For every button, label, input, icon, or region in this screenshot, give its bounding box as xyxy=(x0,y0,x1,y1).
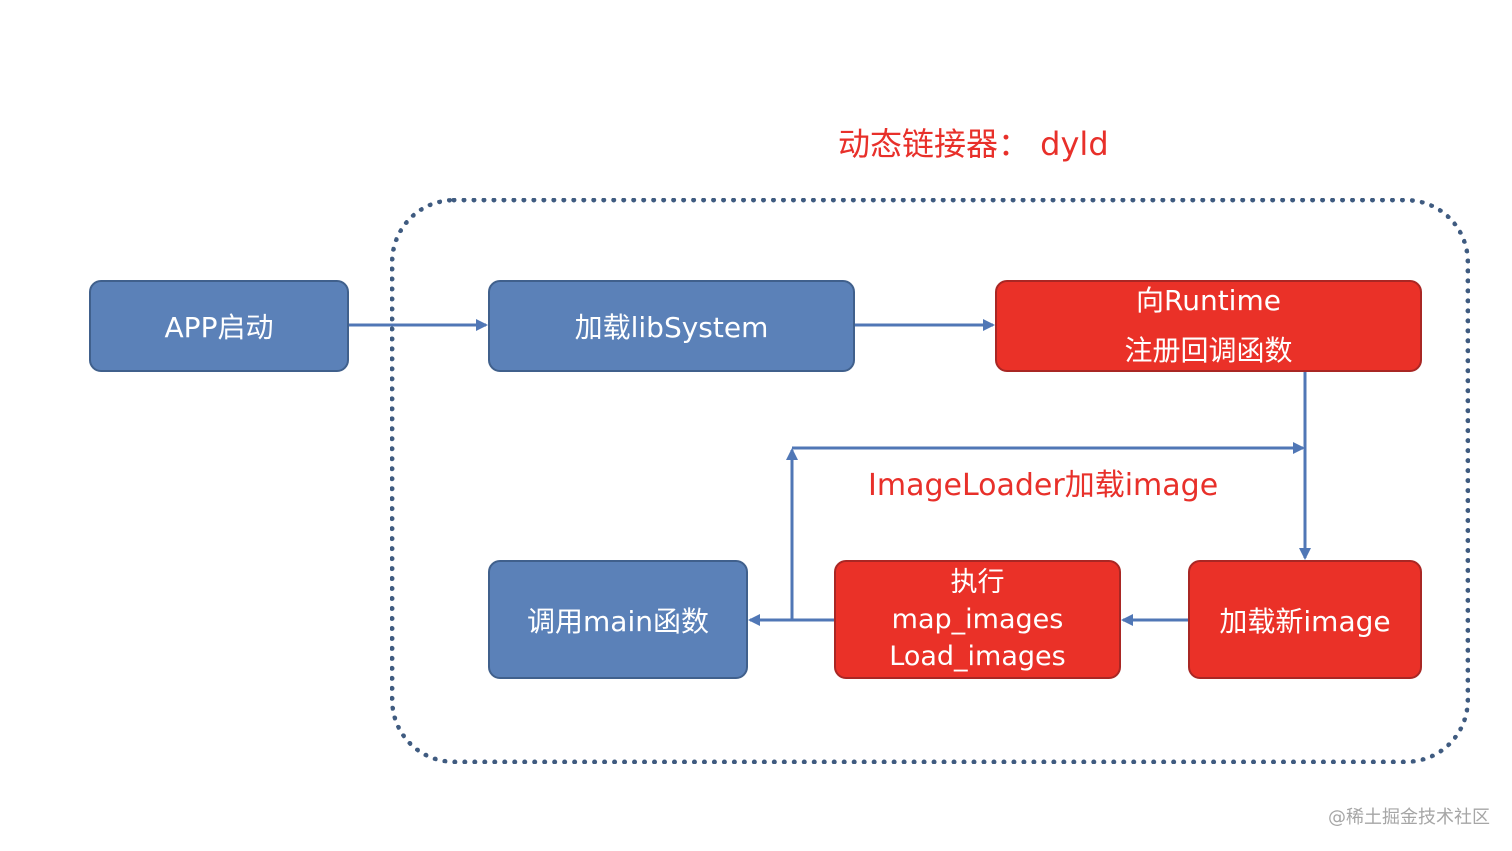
execute-line-3: Load_images xyxy=(889,641,1066,672)
image-loader-label: ImageLoader加载image xyxy=(868,468,1219,503)
execute-line-2: map_images xyxy=(891,604,1064,635)
load-new-image-label: 加载新image xyxy=(1219,604,1391,638)
app-launch-label: APP启动 xyxy=(164,311,274,344)
register-callback-line-2: 注册回调函数 xyxy=(1124,334,1293,367)
load-libsystem-node: 加载libSystem xyxy=(488,280,855,372)
app-launch-node: APP启动 xyxy=(89,280,349,372)
call-main-label: 调用main函数 xyxy=(527,604,709,638)
load-new-image-node: 加载新image xyxy=(1188,560,1422,679)
execute-line-1: 执行 xyxy=(950,567,1005,598)
dyld-title: 动态链接器： dyld xyxy=(838,125,1109,163)
dyld-boundary xyxy=(390,198,1470,764)
load-libsystem-label: 加载libSystem xyxy=(574,311,769,344)
register-callback-node: 向Runtime 注册回调函数 xyxy=(995,280,1422,372)
call-main-node: 调用main函数 xyxy=(488,560,748,679)
register-callback-line-1: 向Runtime xyxy=(1136,284,1281,317)
watermark: @稀土掘金技术社区 xyxy=(1328,807,1490,828)
execute-node: 执行 map_images Load_images xyxy=(834,560,1121,679)
